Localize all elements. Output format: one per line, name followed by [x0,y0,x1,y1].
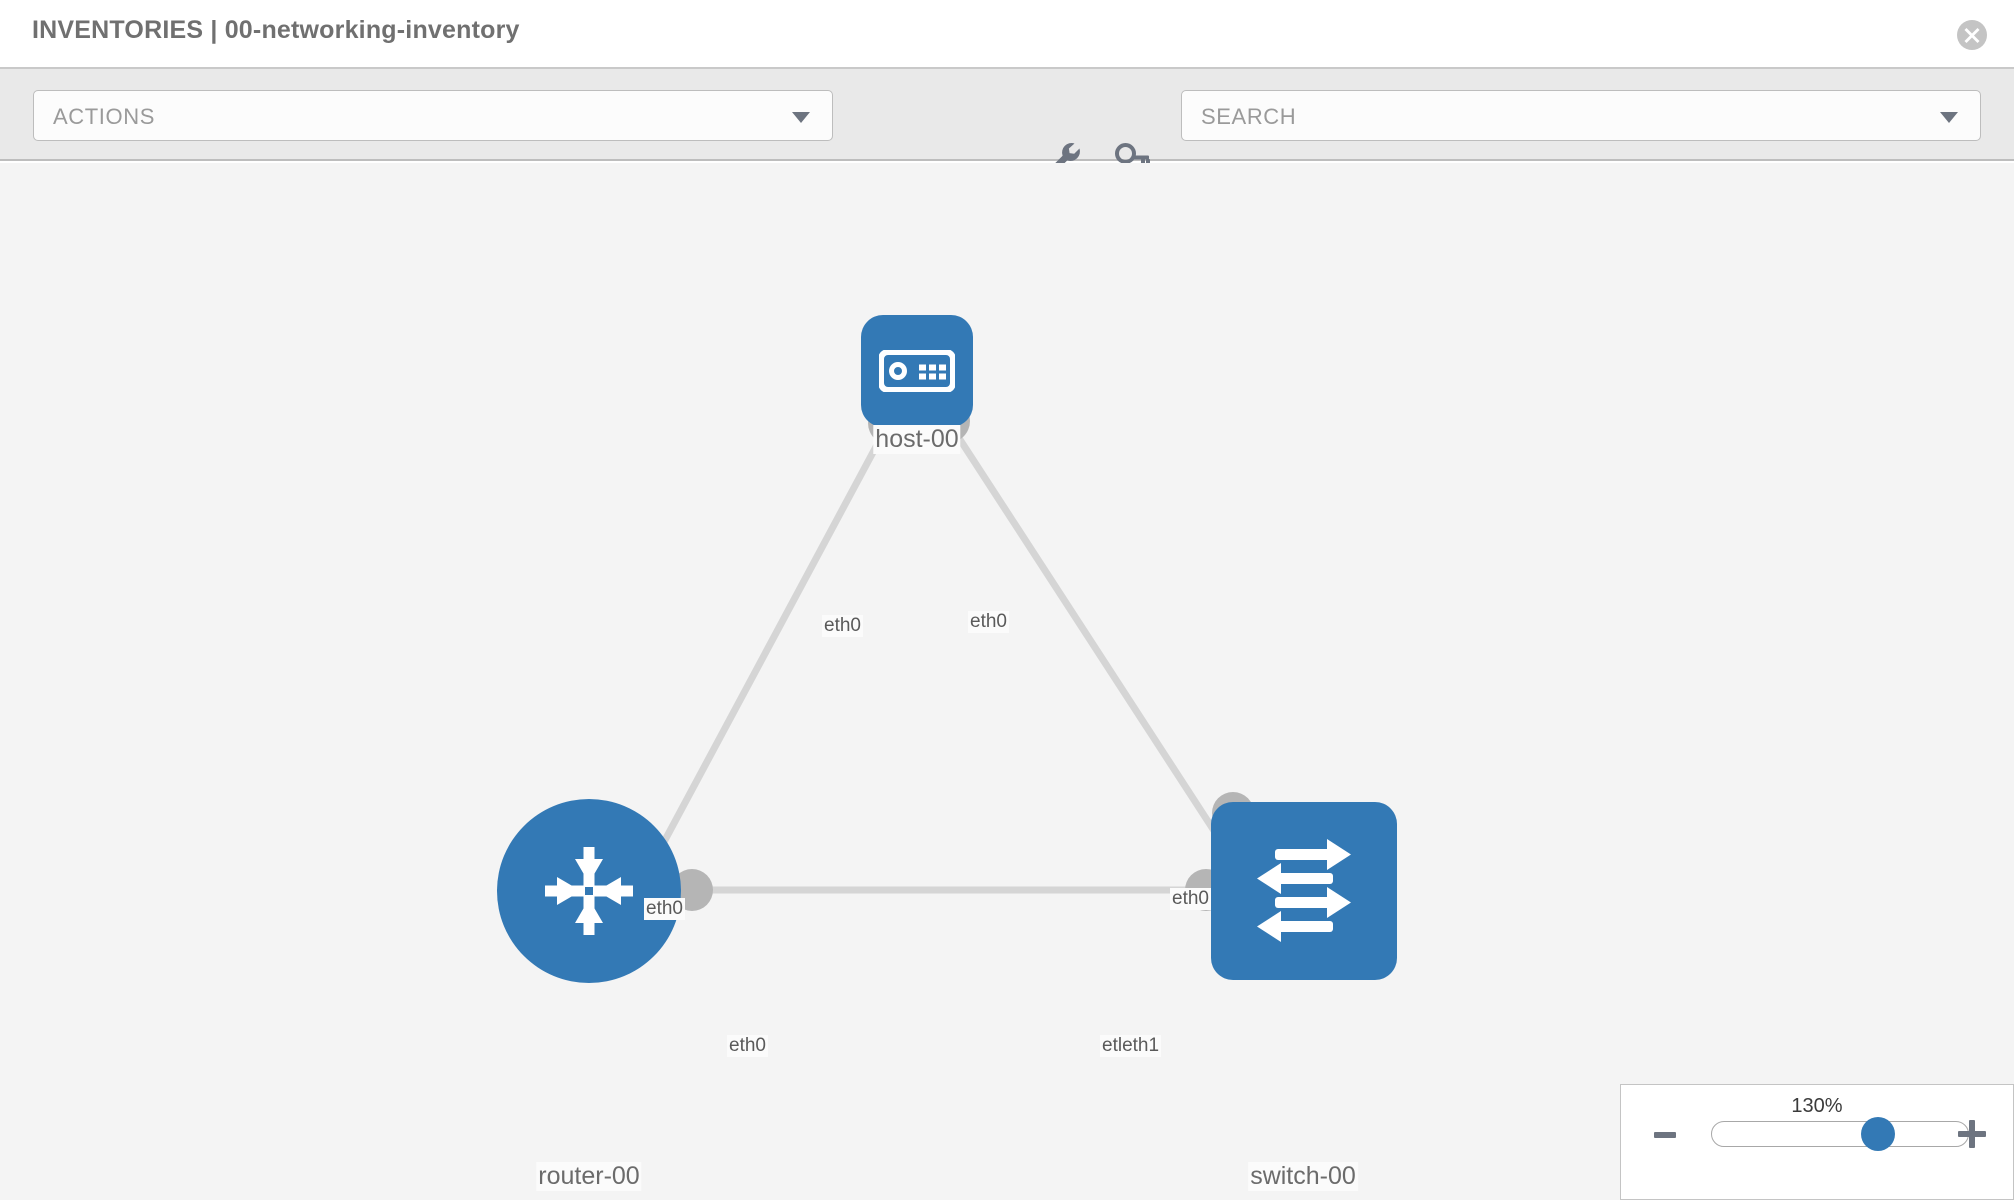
search-placeholder-label: SEARCH [1201,104,1297,129]
page-header: INVENTORIES | 00-networking-inventory [0,0,2014,69]
zoom-slider-track[interactable] [1711,1117,1969,1151]
close-icon[interactable] [1957,20,1987,50]
page-title: INVENTORIES | 00-networking-inventory [32,16,520,44]
link-host00-router00 [646,413,897,870]
node-switch-00[interactable] [1211,802,1397,980]
chevron-down-icon [792,112,810,123]
link-host00-switch00 [941,413,1238,865]
zoom-slider-handle[interactable] [1861,1117,1896,1151]
node-router-00[interactable] [497,799,681,983]
topology-links-layer [646,399,1254,911]
actions-dropdown[interactable]: ACTIONS [33,90,833,141]
toolbar: ACTIONS SEARCH [0,69,2014,173]
topology-canvas[interactable]: host-00 router-00 [0,163,2014,1200]
actions-dropdown-label: ACTIONS [53,104,155,129]
search-input[interactable]: SEARCH [1181,90,1981,141]
minus-icon[interactable] [1654,1132,1676,1138]
zoom-control-panel: 130% [1620,1084,2014,1200]
node-host-00[interactable] [861,315,973,427]
zoom-level-label: 130% [1791,1095,1843,1117]
router-arrows-icon [545,847,633,935]
plus-icon[interactable] [1958,1120,1986,1148]
switch-arrows-icon [1257,839,1351,942]
server-icon [879,350,955,392]
chevron-down-icon [1940,112,1958,123]
